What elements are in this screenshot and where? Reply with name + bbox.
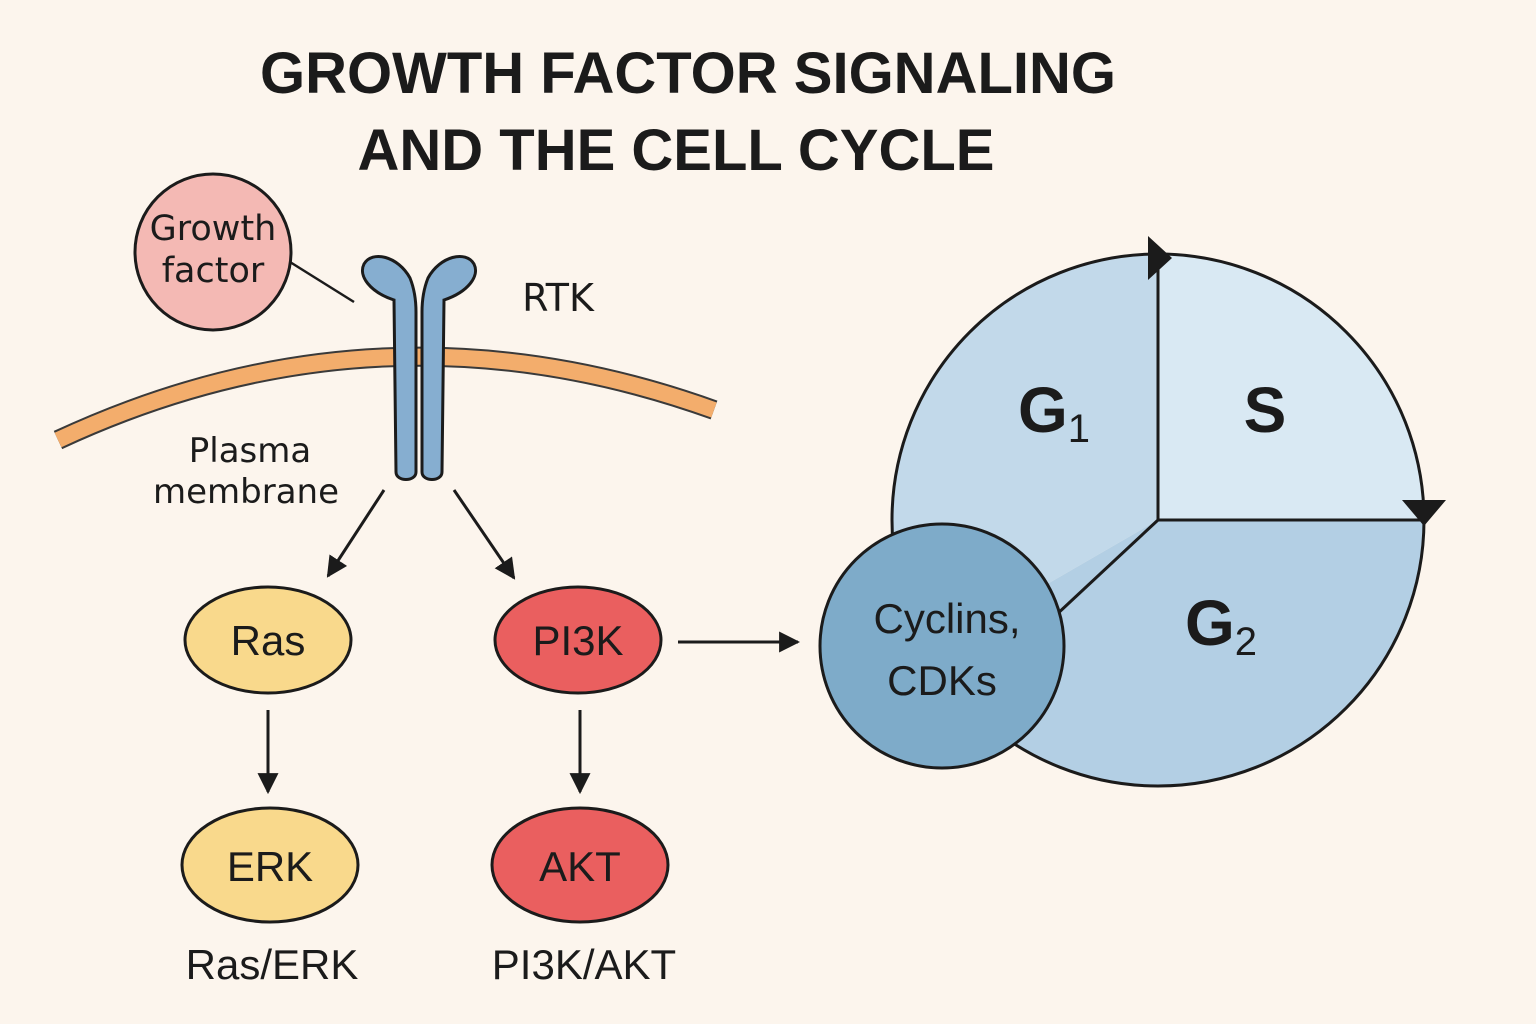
pi3k-label: PI3K: [532, 617, 623, 664]
erk-label: ERK: [227, 843, 313, 890]
cyclins-cdks-circle: [818, 522, 1066, 770]
title-line-2: AND THE CELL CYCLE: [358, 118, 995, 183]
cyclins-label-line-2: CDKs: [887, 657, 997, 704]
pathway-label-ras-erk: Ras/ERK: [186, 941, 359, 988]
akt-label: AKT: [539, 843, 621, 890]
arrow-rtk-to-pi3k: [452, 489, 516, 580]
growth-factor: [133, 172, 293, 332]
pi3k-node: [493, 585, 663, 695]
ras-node: [183, 585, 353, 695]
ligand-connector: [289, 260, 355, 304]
rtk-label: RTK: [522, 276, 595, 320]
erk-node: [180, 806, 360, 924]
membrane-label-line-2: membrane: [153, 472, 339, 512]
s-phase-sector: [1158, 254, 1424, 520]
g1-subscript: 1: [1068, 407, 1090, 451]
ras-label: Ras: [231, 617, 306, 664]
g2-letter: G: [1185, 587, 1235, 659]
pathway-label-pi3k-akt: PI3K/AKT: [492, 941, 676, 988]
g1-letter: G: [1018, 374, 1068, 446]
plasma-membrane-fill: [54, 348, 717, 448]
g2-subscript: 2: [1235, 620, 1257, 664]
cycle-arrowhead-right: [1402, 500, 1446, 526]
growth-factor-label-line-1: Growth: [150, 209, 277, 249]
title-line-1: GROWTH FACTOR SIGNALING: [260, 41, 1116, 106]
cycle-arrowhead-top: [1148, 236, 1172, 280]
rtk-receptor: [361, 255, 477, 481]
membrane-label-line-1: Plasma: [189, 431, 311, 471]
akt-node: [490, 806, 670, 924]
g2-phase-sector: [928, 520, 1424, 786]
cyclins-label-line-1: Cyclins,: [873, 595, 1020, 642]
g2-phase-label: G2: [1185, 587, 1257, 664]
arrow-rtk-to-ras: [326, 489, 386, 578]
growth-factor-label-line-2: factor: [162, 251, 265, 291]
s-phase-label: S: [1244, 374, 1287, 446]
g1-phase-label: G1: [1018, 374, 1090, 451]
